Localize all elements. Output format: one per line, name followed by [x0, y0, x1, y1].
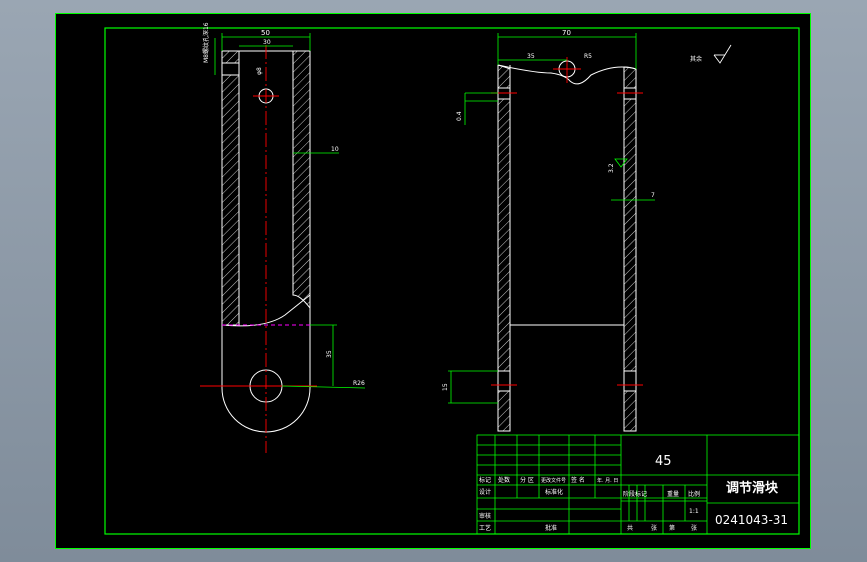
right-bottom-left — [497, 390, 511, 432]
right-top-cap-left — [497, 64, 511, 89]
label-mark: 标记 — [479, 476, 491, 484]
label-sign: 签 名 — [571, 476, 585, 484]
label-sheet-2: 张 — [691, 524, 697, 532]
label-review: 审核 — [479, 512, 491, 520]
drawing-number-text: 0241043-31 — [715, 513, 788, 527]
left-dim-r26-leader — [281, 385, 366, 389]
right-view: 70 35 R5 0.4 3.2 7 15 — [442, 29, 655, 432]
right-dim-70-text: 70 — [562, 29, 571, 37]
label-design: 设计 — [479, 488, 491, 496]
label-sheet: 张 — [651, 524, 657, 532]
label-process: 工艺 — [479, 524, 491, 532]
left-view: 50 30 M8螺纹孔深16 φ8 10 35 R26 — [200, 22, 366, 453]
label-zone: 分 区 — [520, 476, 534, 484]
drawing-sheet[interactable]: 50 30 M8螺纹孔深16 φ8 10 35 R26 — [55, 13, 811, 549]
title-block-frame — [476, 434, 800, 535]
left-cavity-curve — [221, 294, 311, 327]
left-top-slot — [221, 62, 240, 76]
right-dim-7-text: 7 — [651, 192, 655, 199]
left-dim-30-text: 30 — [263, 39, 271, 46]
label-weight: 重量 — [667, 490, 679, 498]
outer-frame — [55, 13, 811, 549]
scale-text: 1:1 — [689, 508, 699, 515]
roughness-note-symbol — [713, 44, 732, 64]
right-top-cap-right — [623, 66, 637, 89]
right-dim-15-text: 15 — [442, 383, 449, 391]
drawing-canvas: 50 30 M8螺纹孔深16 φ8 10 35 R26 — [55, 13, 811, 549]
label-scale: 比例 — [688, 490, 700, 498]
label-total: 共 — [627, 524, 633, 532]
right-wall-right — [623, 98, 637, 372]
title-block-text: 45 调节滑块 0241043-31 1:1 标记 处数 分 区 更改文件号 签… — [479, 454, 788, 532]
left-wall-right — [292, 50, 311, 310]
right-wall-left — [497, 98, 511, 372]
label-approve: 批准 — [545, 524, 557, 532]
roughness-note-text: 其余 — [690, 55, 702, 63]
right-roughness-symbol — [614, 158, 628, 168]
right-dim-r5-text: R5 — [584, 53, 592, 60]
right-outer-outline — [497, 65, 637, 432]
material-text: 45 — [655, 454, 672, 469]
label-stage-mark: 阶段标记 — [623, 490, 647, 498]
roughness-note: 其余 — [690, 44, 732, 64]
right-bottom-right — [623, 390, 637, 432]
title-block — [476, 434, 800, 535]
left-inner-outline — [238, 51, 294, 325]
left-dim-50-text: 50 — [261, 29, 270, 37]
left-dim-10-text: 10 — [331, 146, 339, 153]
label-count: 处数 — [498, 476, 510, 484]
right-roughness-text: 3.2 — [608, 163, 615, 173]
left-wall-left — [221, 50, 240, 326]
right-dim-35-text: 35 — [527, 53, 535, 60]
label-standardize: 标准化 — [545, 488, 563, 496]
label-date: 年. 月. 日 — [597, 477, 618, 484]
right-top-profile — [497, 64, 637, 85]
left-dim-phi8-text: φ8 — [256, 67, 263, 75]
left-dim-r26-text: R26 — [353, 380, 365, 387]
right-dim-left-text: 0.4 — [456, 111, 463, 121]
left-dim-note-text: M8螺纹孔深16 — [202, 22, 210, 63]
inner-frame — [104, 27, 800, 535]
label-change-doc: 更改文件号 — [541, 477, 566, 484]
label-page: 第 — [669, 524, 675, 532]
left-dim-35-text: 35 — [326, 350, 333, 358]
part-name-text: 调节滑块 — [726, 480, 779, 496]
